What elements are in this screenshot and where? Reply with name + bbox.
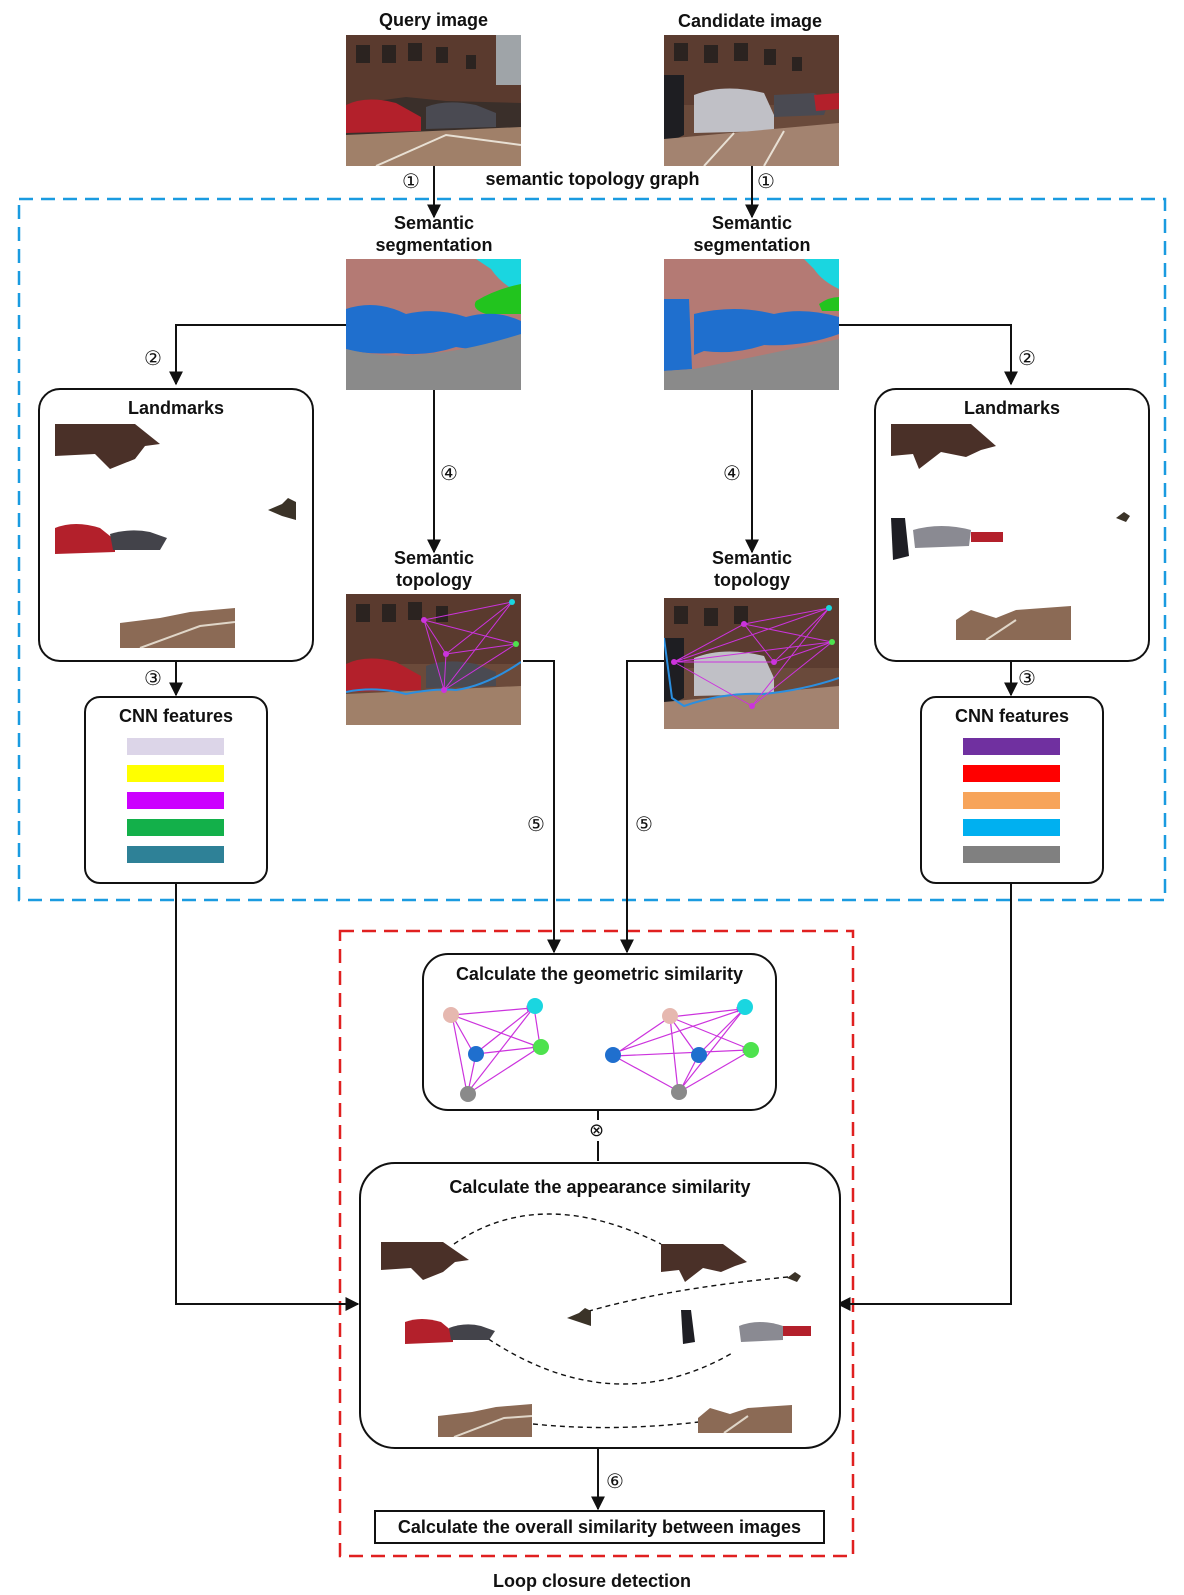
landmark-road-candidate xyxy=(956,600,1071,640)
loop-closure-frame xyxy=(338,929,855,1558)
semantic-topology-label-right: Semantic topology xyxy=(711,548,793,590)
step-two-left: ② xyxy=(144,346,162,370)
step-four-right: ④ xyxy=(723,461,741,485)
landmark-building-candidate xyxy=(891,424,1001,469)
graph-node-left xyxy=(443,1007,459,1023)
candidate-image-label: Candidate image xyxy=(677,11,823,31)
cnn-feature-bar-query xyxy=(127,819,224,836)
appearance-road-candidate xyxy=(698,1400,792,1433)
topology-image-candidate xyxy=(664,598,839,729)
graph-node-left xyxy=(533,1039,549,1055)
landmark-building-query xyxy=(55,424,165,469)
arrow-topology-to-geometric-right xyxy=(620,660,664,954)
query-image-label: Query image xyxy=(378,10,489,30)
cnn-feature-bar-query xyxy=(127,846,224,863)
graph-node-left xyxy=(460,1086,476,1102)
cnn-feature-bar-query xyxy=(127,792,224,809)
appearance-road-query xyxy=(438,1404,532,1437)
semantic-segmentation-label-left: Semantic segmentation xyxy=(375,213,493,255)
arrow-seg-to-landmarks-right xyxy=(839,324,1018,386)
step-three-right: ③ xyxy=(1018,666,1036,690)
appearance-car-dark-candidate xyxy=(681,1310,695,1344)
appearance-matches xyxy=(453,1213,789,1429)
landmark-road-query xyxy=(120,608,235,648)
step-four-left: ④ xyxy=(440,461,458,485)
multiply-symbol: ⊗ xyxy=(589,1120,605,1141)
landmark-cars-candidate xyxy=(891,516,1006,560)
landmarks-box-candidate: Landmarks xyxy=(874,388,1150,662)
overall-similarity-title: Calculate the overall similarity between… xyxy=(397,1517,802,1537)
arrow-cnn-left-to-appearance xyxy=(175,882,360,1311)
step-one-left: ① xyxy=(402,169,420,193)
step-one-right: ① xyxy=(757,169,775,193)
appearance-small-candidate xyxy=(787,1272,801,1282)
cnn-features-title-query: CNN features xyxy=(118,706,234,726)
graph-node-right xyxy=(743,1042,759,1058)
appearance-similarity-title: Calculate the appearance similarity xyxy=(449,1177,751,1197)
cnn-feature-bar-candidate xyxy=(963,792,1060,809)
feature-extraction-frame xyxy=(17,197,1167,902)
arrow-cnn-right-to-appearance xyxy=(836,882,1012,1311)
cnn-feature-bar-candidate xyxy=(963,819,1060,836)
geometric-similarity-title: Calculate the geometric similarity xyxy=(455,964,744,984)
arrow-topology-to-geometric-left xyxy=(523,660,561,954)
landmarks-box-query: Landmarks xyxy=(38,388,314,662)
landmark-cars-query xyxy=(55,520,170,556)
landmark-small-candidate xyxy=(1116,512,1130,522)
segmentation-image-query xyxy=(346,259,521,390)
semantic-topology-graph-label: semantic topology graph xyxy=(485,169,700,189)
arrow-seg-to-landmarks-left xyxy=(169,324,346,386)
geometric-similarity-box: Calculate the geometric similarity xyxy=(422,953,777,1111)
semantic-segmentation-label-right: Semantic segmentation xyxy=(693,213,811,255)
candidate-image xyxy=(664,35,839,166)
cnn-feature-bar-candidate xyxy=(963,846,1060,863)
graph-node-left xyxy=(468,1046,484,1062)
appearance-building-candidate xyxy=(661,1244,751,1282)
cnn-features-box-candidate: CNN features xyxy=(920,696,1104,884)
loop-closure-detection-label: Loop closure detection xyxy=(492,1571,692,1591)
landmarks-title-candidate: Landmarks xyxy=(963,398,1061,418)
graph-node-right xyxy=(691,1047,707,1063)
overall-similarity-box: Calculate the overall similarity between… xyxy=(374,1510,825,1544)
step-six: ⑥ xyxy=(606,1469,624,1493)
step-five-right: ⑤ xyxy=(635,812,653,836)
graph-node-right xyxy=(605,1047,621,1063)
step-two-right: ② xyxy=(1018,346,1036,370)
appearance-small-query xyxy=(567,1308,591,1326)
appearance-building-query xyxy=(381,1242,471,1280)
graph-node-right xyxy=(662,1008,678,1024)
appearance-cars-query xyxy=(405,1316,497,1346)
topology-image-query xyxy=(346,594,521,725)
graph-node-right xyxy=(671,1084,687,1100)
geometric-graphs xyxy=(443,998,759,1102)
appearance-similarity-box: Calculate the appearance similarity xyxy=(359,1162,841,1449)
cnn-features-box-query: CNN features xyxy=(84,696,268,884)
landmarks-title-query: Landmarks xyxy=(127,398,225,418)
cnn-feature-bar-query xyxy=(127,765,224,782)
graph-node-right xyxy=(737,999,753,1015)
cnn-feature-bar-query xyxy=(127,738,224,755)
step-five-left: ⑤ xyxy=(527,812,545,836)
step-three-left: ③ xyxy=(144,666,162,690)
appearance-cars-candidate xyxy=(739,1316,811,1344)
cnn-features-title-candidate: CNN features xyxy=(954,706,1070,726)
query-image xyxy=(346,35,521,166)
semantic-topology-label-left: Semantic topology xyxy=(393,548,475,590)
landmark-small-query xyxy=(268,498,296,520)
graph-node-left xyxy=(527,998,543,1014)
cnn-feature-bar-candidate xyxy=(963,738,1060,755)
segmentation-image-candidate xyxy=(664,259,839,390)
cnn-feature-bar-candidate xyxy=(963,765,1060,782)
